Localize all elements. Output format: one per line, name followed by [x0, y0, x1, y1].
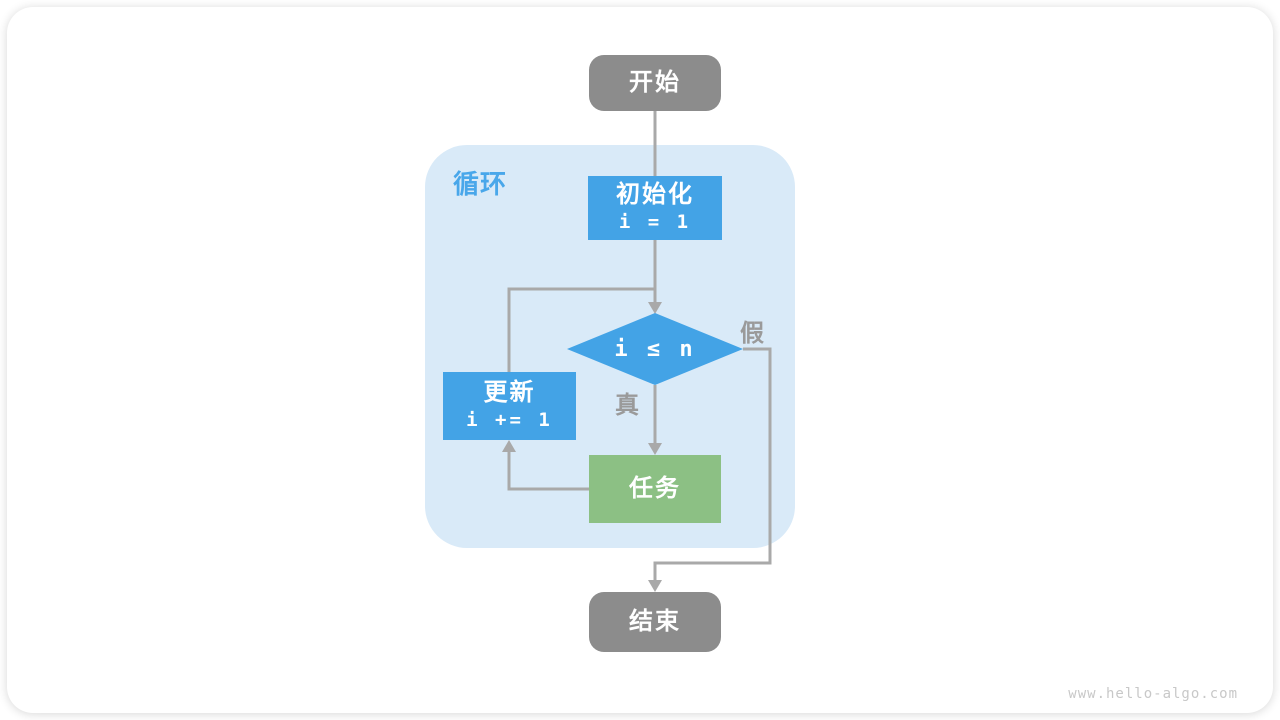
init-code: i = 1	[618, 211, 692, 234]
end-label: 结束	[629, 607, 681, 635]
start-label: 开始	[629, 68, 681, 96]
arrowhead-task	[648, 443, 662, 455]
condition-label: i ≤ n	[614, 336, 696, 362]
watermark-text: www.hello-algo.com	[1068, 686, 1238, 702]
task-node: 任务	[589, 455, 721, 523]
branch-true-label: 真	[615, 392, 639, 419]
init-node: 初始化 i = 1	[588, 176, 722, 240]
update-node: 更新 i += 1	[443, 372, 576, 440]
edge-task-update	[507, 451, 589, 491]
edge-update-loopback	[507, 287, 656, 372]
loop-label: 循环	[453, 169, 508, 199]
start-node: 开始	[589, 55, 721, 111]
arrowhead-update	[502, 440, 516, 452]
init-label: 初始化	[616, 181, 694, 209]
arrowhead-condition	[648, 302, 662, 314]
task-label: 任务	[629, 474, 681, 502]
update-label: 更新	[483, 379, 536, 407]
branch-false-label: 假	[740, 320, 764, 347]
arrowhead-end	[648, 580, 662, 592]
end-node: 结束	[589, 592, 721, 652]
condition-diamond	[567, 313, 743, 385]
update-code: i += 1	[466, 409, 553, 432]
edge-condition-end	[653, 347, 772, 582]
